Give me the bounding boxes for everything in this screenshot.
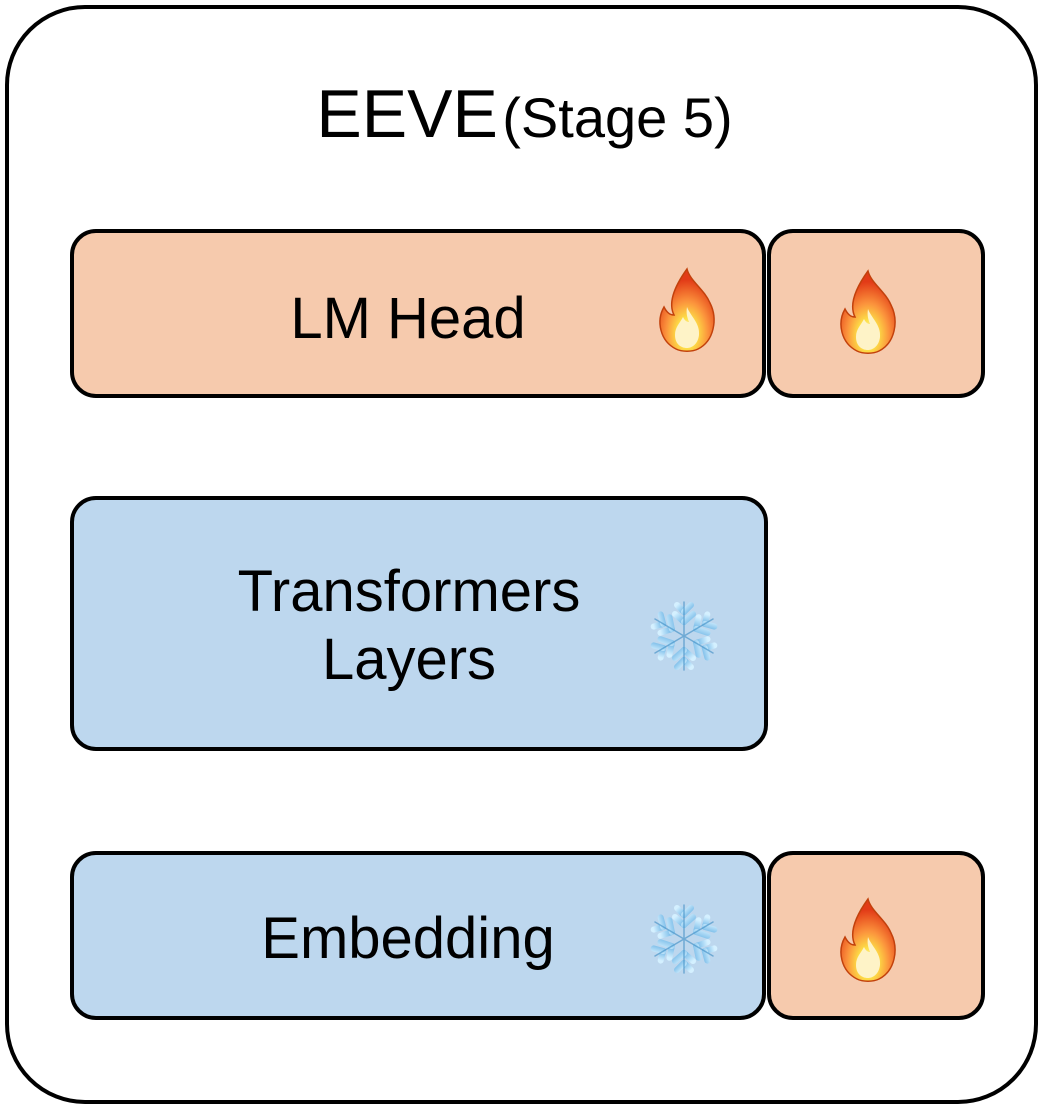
transformer-layers-block: Transformers Layers [70,496,768,751]
lm-head-block: LM Head [70,229,766,398]
title-main: EEVE [316,76,498,152]
fire-icon [840,898,896,982]
title-stage: (Stage 5) [502,86,733,149]
lm-head-label: LM Head [290,286,526,351]
fire-icon [840,270,896,354]
transformer-layers-label: Transformers Layers [74,558,744,695]
snowflake-icon [644,899,724,979]
lm-head-extension-block [767,229,985,398]
diagram-title: EEVE (Stage 5) [0,80,1049,148]
embedding-label: Embedding [261,906,555,971]
fire-icon [659,268,715,352]
transformer-layers-label-line2: Layers [321,627,497,693]
transformer-layers-label-line1: Transformers [237,559,581,624]
snowflake-icon [644,596,724,676]
embedding-block: Embedding [70,851,766,1020]
embedding-extension-block [767,851,985,1020]
